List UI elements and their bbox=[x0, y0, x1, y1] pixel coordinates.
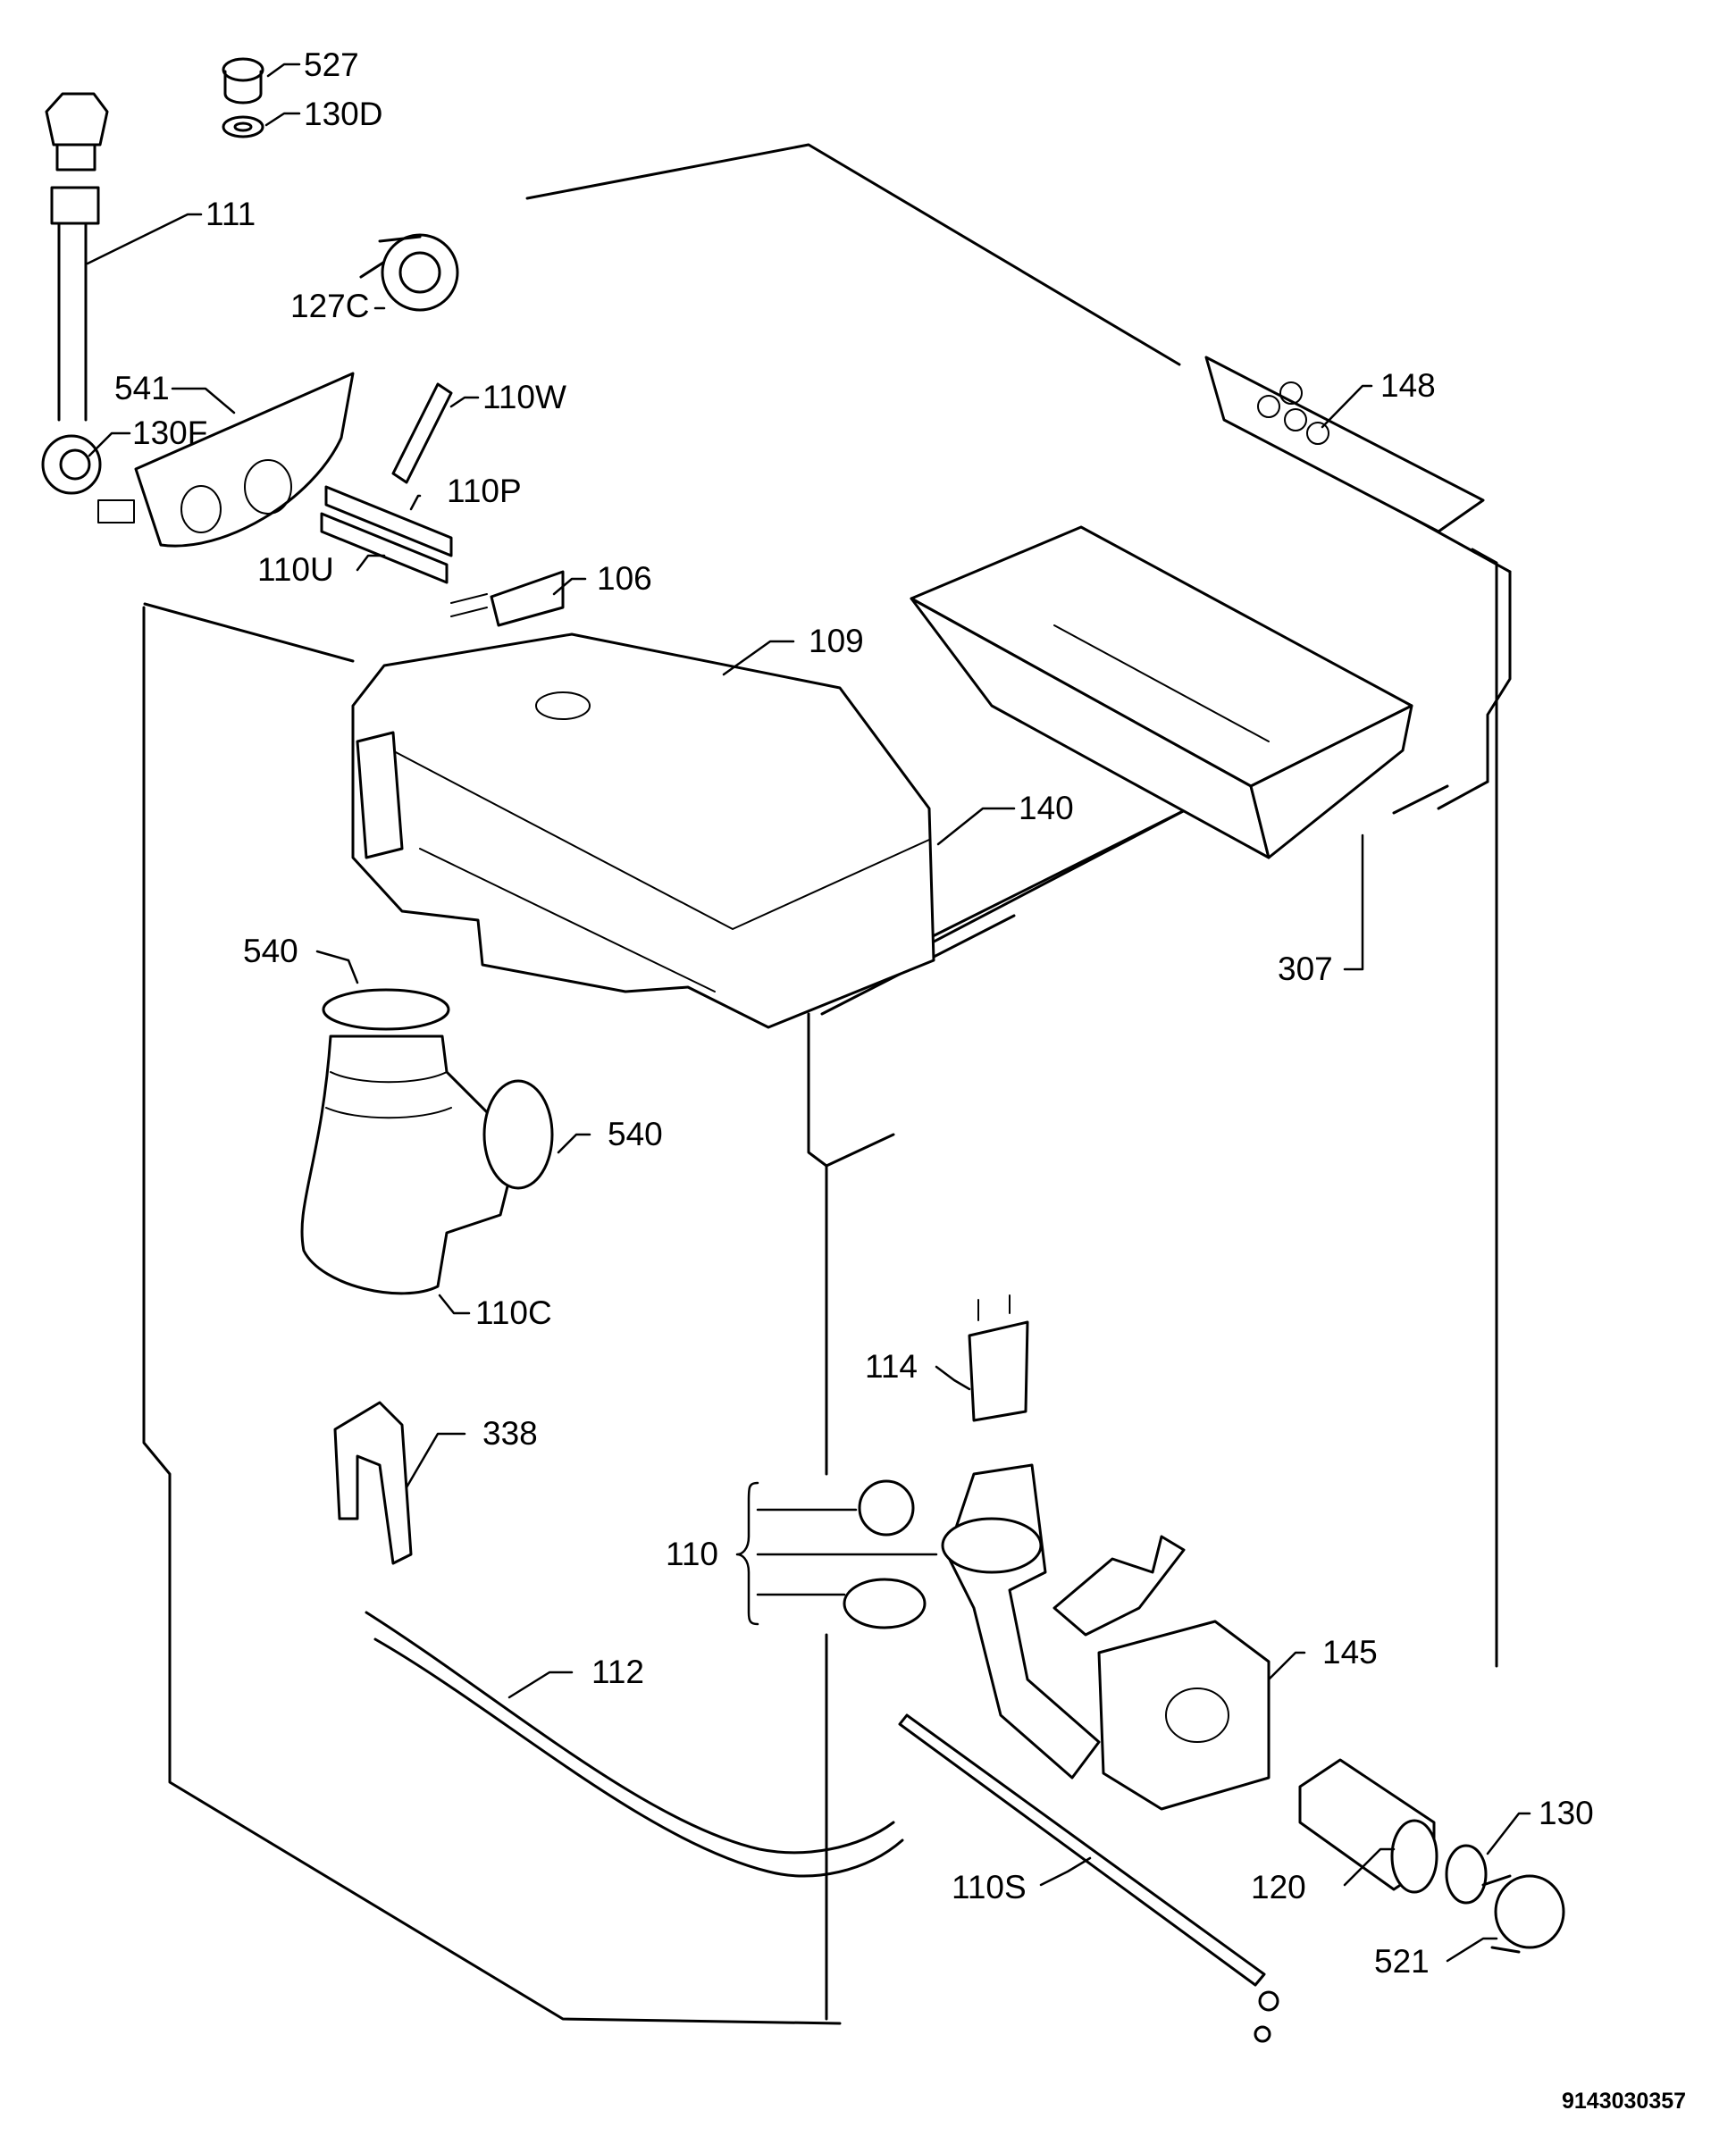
callout-130f: 130F bbox=[132, 415, 207, 451]
part-148-panel bbox=[1204, 356, 1485, 533]
callout-148: 148 bbox=[1380, 367, 1436, 404]
callout-540-top: 540 bbox=[243, 933, 298, 969]
callout-110s: 110S bbox=[952, 1869, 1027, 1905]
part-130f bbox=[41, 434, 102, 495]
part-114-sensor bbox=[968, 1294, 1029, 1422]
part-130-ring bbox=[1445, 1844, 1488, 1905]
callout-110c: 110C bbox=[475, 1294, 552, 1331]
cabinet-outline bbox=[142, 143, 1512, 2025]
part-145-pump bbox=[1097, 1620, 1271, 1811]
part-110-trap bbox=[941, 1463, 1186, 1780]
callout-127c: 127C bbox=[290, 288, 369, 324]
part-110w bbox=[391, 382, 453, 484]
callout-111: 111 bbox=[205, 196, 256, 232]
callout-338: 338 bbox=[482, 1415, 538, 1452]
callout-110u: 110U bbox=[257, 551, 334, 588]
part-120-filter bbox=[1298, 1758, 1438, 1894]
leader-lines bbox=[86, 63, 1531, 1963]
callout-112: 112 bbox=[591, 1654, 644, 1690]
callout-109: 109 bbox=[809, 623, 864, 659]
part-130d bbox=[222, 115, 264, 138]
callout-114: 114 bbox=[865, 1348, 918, 1385]
document-id: 9143030357 bbox=[1562, 2089, 1686, 2114]
callout-106: 106 bbox=[597, 560, 652, 597]
callout-110: 110 bbox=[666, 1536, 718, 1572]
part-541-panel bbox=[97, 372, 355, 548]
callout-140: 140 bbox=[1019, 790, 1074, 826]
callout-130d: 130D bbox=[304, 96, 382, 132]
part-110-ring bbox=[843, 1578, 927, 1629]
callout-120: 120 bbox=[1251, 1869, 1306, 1905]
part-110-ball bbox=[858, 1479, 915, 1537]
callout-527: 527 bbox=[304, 46, 359, 83]
callout-130: 130 bbox=[1539, 1795, 1594, 1831]
callout-145: 145 bbox=[1322, 1634, 1378, 1671]
part-338-clip bbox=[333, 1401, 413, 1565]
part-106 bbox=[450, 570, 565, 627]
callout-307: 307 bbox=[1278, 951, 1333, 987]
callout-541: 541 bbox=[114, 370, 170, 406]
part-111-inlet-hose bbox=[45, 92, 109, 422]
callout-110p: 110P bbox=[447, 473, 522, 509]
callout-110w: 110W bbox=[482, 379, 566, 415]
callout-540-side: 540 bbox=[608, 1116, 663, 1152]
part-127c bbox=[378, 233, 459, 312]
part-527 bbox=[222, 57, 264, 105]
part-540-bellows bbox=[300, 988, 554, 1295]
callout-521: 521 bbox=[1374, 1943, 1430, 1980]
part-110p-110u-hoses bbox=[320, 485, 453, 584]
part-110s-rod bbox=[898, 1713, 1279, 2043]
part-521-cap bbox=[1481, 1874, 1565, 1954]
part-109-140-detergent-housing bbox=[351, 632, 935, 1029]
callout-labels: 527 130D 111 127C 541 130F 110W 110P 110… bbox=[114, 46, 1594, 1980]
part-307-drawer bbox=[910, 525, 1413, 859]
